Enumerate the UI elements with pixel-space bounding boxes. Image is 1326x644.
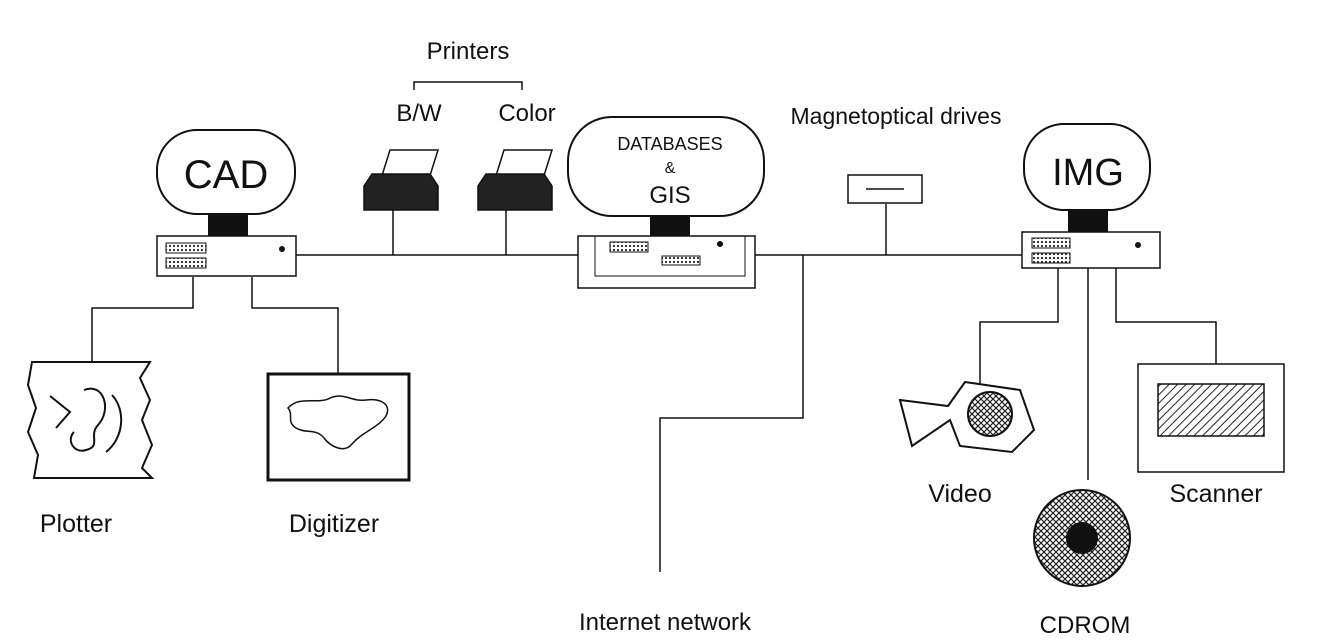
img-workstation-icon [1021, 123, 1161, 269]
label-cad: CAD [184, 153, 268, 197]
printer-bw-icon [363, 149, 440, 211]
label-printers: Printers [427, 38, 510, 65]
video-camera-icon [898, 380, 1036, 454]
database-gis-workstation-icon [567, 116, 765, 289]
label-color: Color [498, 100, 555, 127]
scanner-icon [1137, 363, 1285, 473]
label-img: IMG [1052, 152, 1124, 194]
label-plotter: Plotter [40, 510, 112, 538]
label-scanner: Scanner [1169, 480, 1262, 508]
label-bw: B/W [396, 100, 442, 127]
plotter-icon [26, 361, 155, 479]
label-video: Video [928, 480, 992, 508]
label-digitizer: Digitizer [289, 510, 379, 538]
network-lines [91, 81, 1217, 572]
digitizer-icon [266, 372, 411, 482]
printer-color-icon [477, 149, 554, 211]
cdrom-icon [1033, 489, 1131, 587]
label-databases: DATABASES [617, 134, 722, 154]
label-magnetoptical: Magnetoptical drives [791, 103, 1002, 129]
magnetoptical-drive-icon [847, 174, 923, 204]
label-cdrom: CDROM [1040, 612, 1131, 639]
label-internet-network: Internet network [579, 609, 752, 636]
cad-workstation-icon [156, 129, 297, 277]
label-gis: GIS [649, 182, 690, 209]
label-ampersand: & [665, 160, 676, 177]
